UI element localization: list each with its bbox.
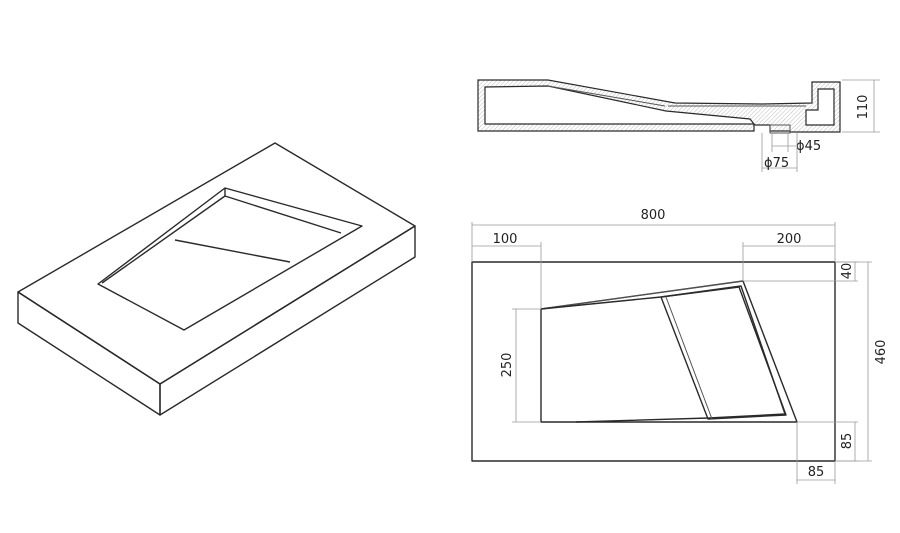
dim-left-offset-label: 100	[493, 232, 518, 247]
iso-basin-slope	[224, 188, 342, 234]
dim-drain45-label: ϕ45	[796, 139, 821, 154]
plan-drain-grate	[660, 286, 787, 420]
plan-view: 800 100 200 40 460 250 85 85	[471, 208, 889, 484]
drain-body	[769, 124, 791, 134]
dim-depth-label: 460	[874, 340, 889, 365]
iso-front-face	[17, 291, 161, 416]
iso-basin-opening	[97, 187, 363, 331]
dim-top-offset-label: 40	[840, 263, 855, 280]
plan-basin-slope	[540, 285, 786, 423]
section-slope-line	[547, 85, 666, 107]
iso-basin-drain-line	[174, 239, 291, 263]
plan-basin	[540, 280, 798, 423]
iso-side-face	[159, 225, 416, 416]
dim-bottom-h-label: 85	[808, 465, 825, 480]
dim-bottom-v-label: 85	[840, 433, 855, 450]
dim-height-label: 110	[856, 95, 871, 120]
isometric-view	[17, 142, 416, 416]
side-section-view: 110 ϕ45 ϕ75	[477, 79, 880, 172]
dim-drain75-label: ϕ75	[764, 156, 789, 171]
iso-basin-slope-edge	[101, 195, 226, 284]
dim-right-offset-label: 200	[777, 232, 802, 247]
plan-drain-grate-inner	[665, 296, 713, 420]
dim-width-label: 800	[641, 208, 666, 223]
plan-outline	[471, 261, 836, 462]
plan-basin-rim	[540, 280, 744, 310]
dim-basin-depth-label: 250	[500, 353, 515, 378]
